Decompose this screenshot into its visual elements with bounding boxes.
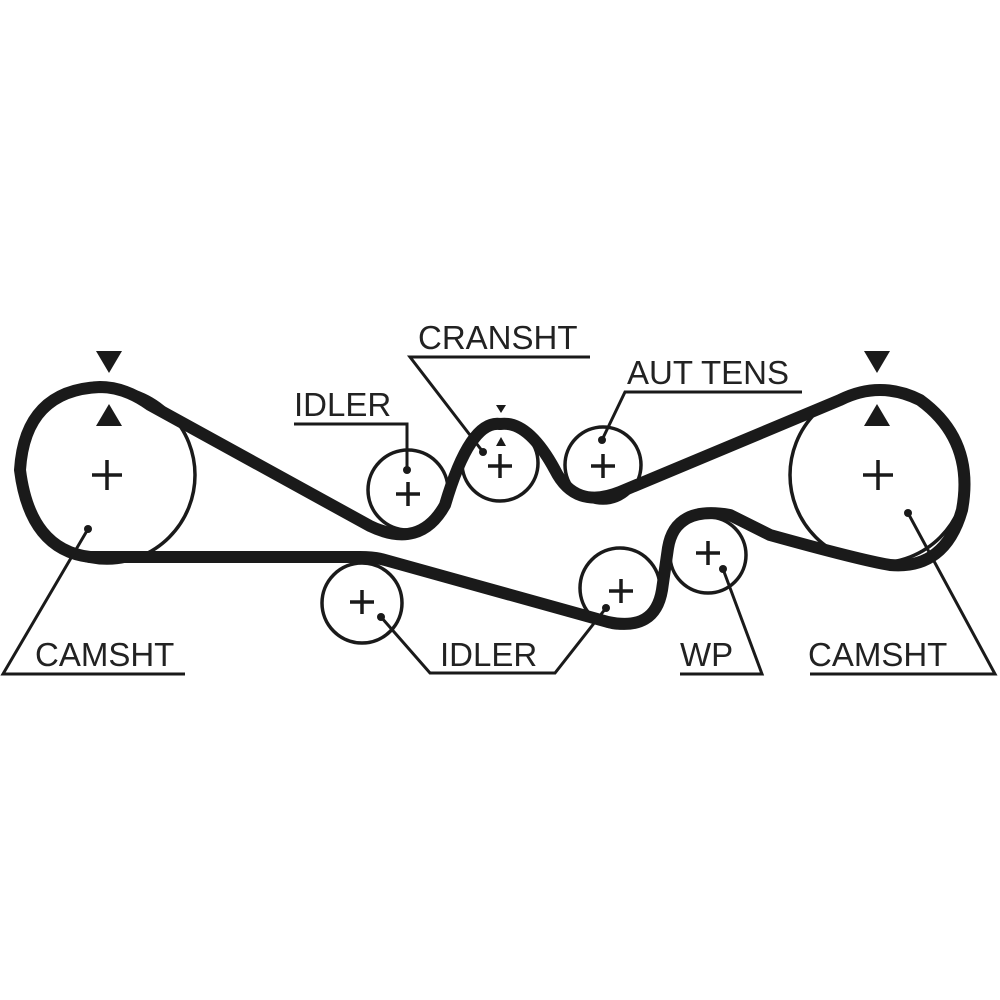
label-camshaft-right: CAMSHT — [808, 636, 947, 673]
camshaft-right-timing-mark-bottom — [864, 404, 890, 426]
label-auto-tensioner: AUT TENS — [627, 354, 789, 391]
leader-idler-lower — [377, 604, 610, 675]
leader-camshaft-right — [810, 509, 998, 676]
crankshaft-timing-mark-bottom — [496, 437, 506, 446]
label-idler-upper: IDLER — [294, 386, 391, 423]
leader-auto-tensioner — [598, 390, 802, 444]
camshaft-left-timing-mark-top — [96, 351, 122, 373]
crankshaft-timing-mark-top — [496, 405, 506, 413]
leader-idler-upper — [294, 422, 411, 474]
label-camshaft-left: CAMSHT — [35, 636, 174, 673]
timing-belt — [14, 381, 971, 630]
leader-camshaft-left — [0, 525, 185, 676]
idler-lower-left-pulley — [320, 561, 404, 645]
leader-crankshaft — [406, 355, 590, 456]
label-water-pump: WP — [680, 636, 733, 673]
auto-tensioner-pulley — [563, 425, 643, 505]
label-idler-lower: IDLER — [440, 636, 537, 673]
camshaft-right-timing-mark-top — [864, 351, 890, 373]
camshaft-left-timing-mark-bottom — [96, 404, 122, 426]
label-crankshaft: CRANSHT — [418, 319, 578, 356]
leader-water-pump — [680, 565, 765, 676]
